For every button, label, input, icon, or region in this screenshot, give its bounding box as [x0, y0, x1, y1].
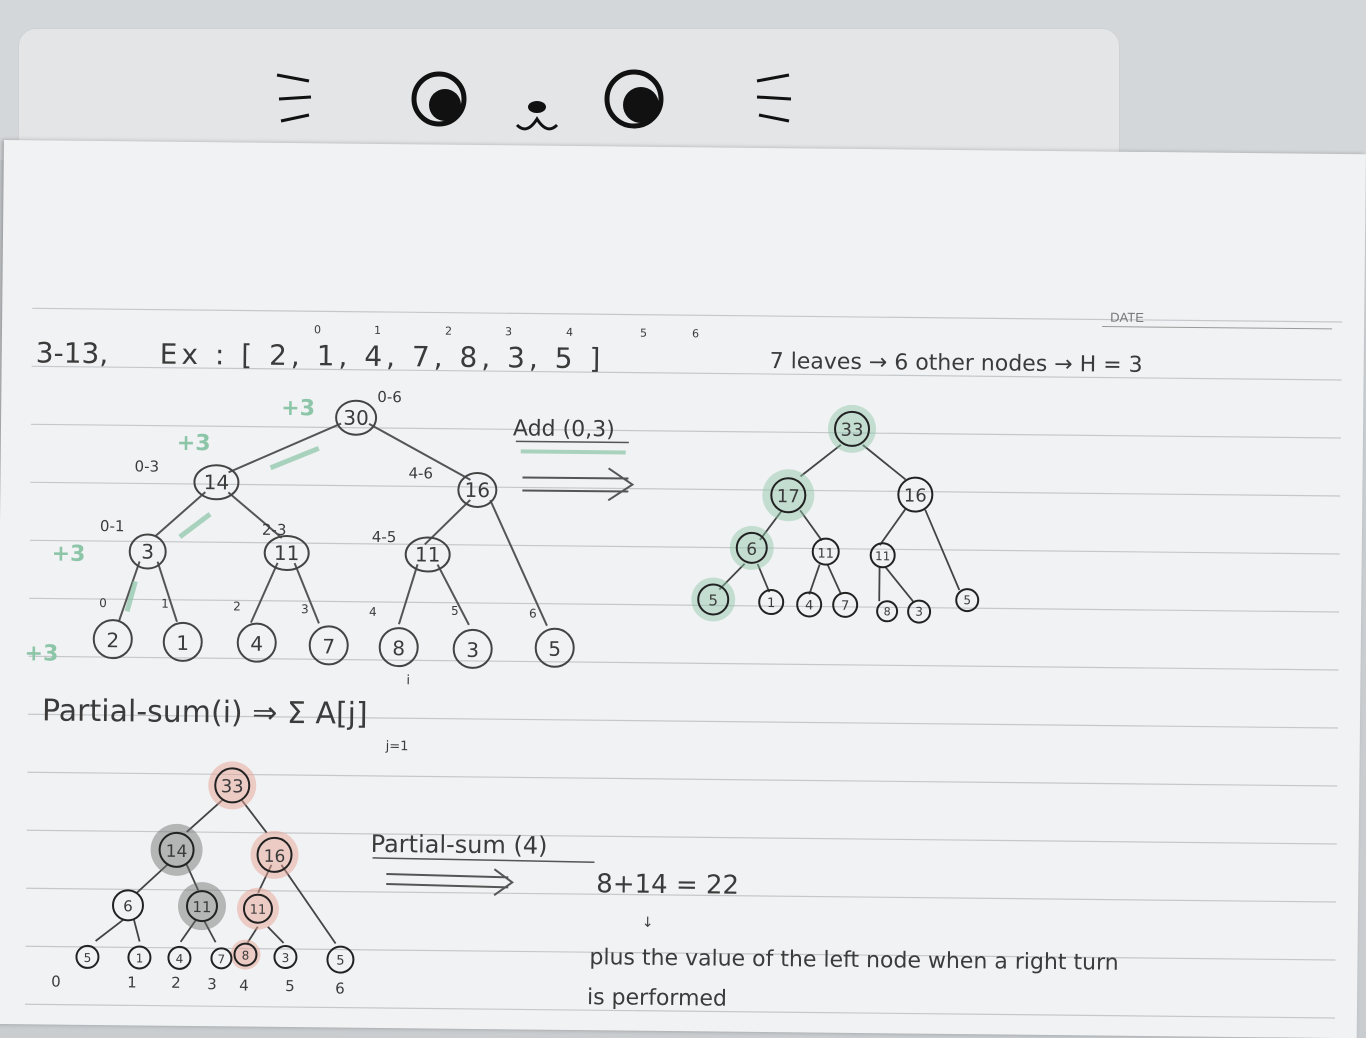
- svg-text:11: 11: [875, 549, 890, 563]
- svg-text:16: 16: [465, 478, 491, 502]
- sum-upper-limit: i: [406, 673, 410, 688]
- svg-text:0: 0: [51, 973, 61, 991]
- svg-text:5: 5: [963, 593, 971, 607]
- svg-text:5: 5: [285, 977, 295, 995]
- tree1-leaf-indices: 0 1 2 3 4 5 6: [99, 596, 537, 621]
- handwritten-notes: DATE 3-13, Ex : [ 2, 1, 4, 7, 8, 3, 5 ] …: [0, 140, 1366, 1038]
- tree2-edges: [719, 444, 961, 603]
- svg-text:4: 4: [239, 977, 249, 995]
- svg-text:5: 5: [708, 591, 718, 609]
- svg-text:16: 16: [264, 847, 286, 867]
- svg-text:1: 1: [374, 324, 381, 337]
- svg-text:+3: +3: [177, 431, 211, 456]
- calculation: 8+14 = 22: [596, 869, 739, 900]
- svg-text:4: 4: [566, 326, 573, 339]
- svg-text:11: 11: [415, 542, 441, 566]
- svg-text:11: 11: [274, 541, 300, 565]
- svg-text:11: 11: [250, 903, 267, 918]
- svg-text:4-6: 4-6: [408, 464, 433, 482]
- svg-text:6: 6: [529, 607, 537, 621]
- svg-text:3: 3: [301, 602, 309, 616]
- svg-text:+3: +3: [281, 396, 315, 421]
- svg-text:8: 8: [884, 605, 891, 618]
- svg-text:3: 3: [915, 605, 923, 619]
- problem-number: 3-13,: [36, 336, 109, 370]
- svg-text:5: 5: [548, 637, 561, 661]
- explanation-line-1: plus the value of the left node when a r…: [589, 945, 1118, 976]
- tree1-nodes: [94, 398, 577, 669]
- svg-text:1: 1: [176, 631, 189, 655]
- svg-text:0-6: 0-6: [377, 388, 402, 406]
- svg-text:3: 3: [282, 951, 290, 965]
- svg-text:16: 16: [904, 485, 927, 506]
- svg-text:6: 6: [746, 540, 757, 560]
- svg-text:2: 2: [171, 974, 181, 992]
- svg-text:0: 0: [314, 323, 321, 336]
- svg-text:+3: +3: [24, 641, 58, 666]
- notebook-page: DATE 3-13, Ex : [ 2, 1, 4, 7, 8, 3, 5 ] …: [0, 140, 1366, 1038]
- example-array: Ex : [ 2, 1, 4, 7, 8, 3, 5 ]: [160, 338, 605, 376]
- svg-text:3: 3: [505, 325, 512, 338]
- svg-text:0-3: 0-3: [134, 457, 159, 475]
- svg-text:3: 3: [207, 975, 217, 993]
- svg-text:5: 5: [336, 954, 344, 969]
- svg-text:4-5: 4-5: [372, 528, 397, 546]
- svg-text:7: 7: [218, 952, 226, 966]
- svg-text:11: 11: [817, 547, 834, 562]
- svg-text:7: 7: [322, 634, 335, 658]
- svg-text:1: 1: [161, 597, 169, 611]
- partial-sum-formula: Partial-sum(i) ⇒ Σ A[j]: [42, 693, 368, 731]
- svg-text:3: 3: [141, 539, 154, 563]
- add-operation-label: Add (0,3): [513, 416, 615, 442]
- svg-text:14: 14: [166, 842, 188, 862]
- svg-text:30: 30: [343, 406, 369, 430]
- svg-text:8: 8: [242, 949, 250, 963]
- svg-text:4: 4: [369, 605, 377, 619]
- svg-text:4: 4: [250, 632, 263, 656]
- date-label: DATE: [1110, 310, 1144, 325]
- sum-lower-limit: j=1: [385, 739, 409, 754]
- svg-text:17: 17: [777, 486, 800, 507]
- tree1-ranges: 0-6 0-3 4-6 0-1 2-3 4-5: [100, 385, 434, 546]
- add-arrow: [522, 467, 632, 500]
- svg-text:0-1: 0-1: [100, 517, 125, 535]
- svg-text:0: 0: [99, 596, 107, 610]
- svg-text:5: 5: [84, 951, 92, 965]
- svg-text:+3: +3: [52, 542, 86, 567]
- svg-text:33: 33: [840, 420, 863, 441]
- svg-text:2: 2: [106, 628, 119, 652]
- explanation-line-2: is performed: [587, 985, 727, 1011]
- svg-text:6: 6: [123, 897, 133, 915]
- svg-text:1: 1: [767, 596, 775, 611]
- svg-text:2: 2: [233, 599, 241, 613]
- svg-text:4: 4: [176, 952, 184, 966]
- svg-text:33: 33: [221, 776, 244, 797]
- partial-sum-query-label: Partial-sum (4): [371, 830, 548, 860]
- svg-text:5: 5: [451, 604, 459, 618]
- query-arrow: [386, 868, 512, 895]
- svg-text:5: 5: [640, 327, 647, 340]
- svg-text:11: 11: [192, 898, 211, 916]
- svg-text:1: 1: [127, 973, 137, 991]
- svg-text:4: 4: [805, 598, 813, 613]
- svg-text:1: 1: [136, 951, 144, 965]
- svg-text:7: 7: [841, 599, 849, 614]
- down-arrow-icon: ↓: [642, 915, 654, 931]
- svg-text:3: 3: [466, 638, 479, 662]
- tree3-leaf-indices: 0 1 2 3 4 5 6: [51, 973, 345, 998]
- leaves-note: 7 leaves → 6 other nodes → H = 3: [770, 349, 1143, 378]
- svg-text:2-3: 2-3: [262, 521, 287, 539]
- svg-text:8: 8: [392, 636, 405, 660]
- array-index-marks: 0 1 2 3 4 5 6: [314, 323, 699, 340]
- svg-text:2: 2: [445, 325, 452, 338]
- svg-text:6: 6: [335, 980, 345, 998]
- svg-text:6: 6: [692, 327, 699, 340]
- svg-text:14: 14: [204, 470, 230, 494]
